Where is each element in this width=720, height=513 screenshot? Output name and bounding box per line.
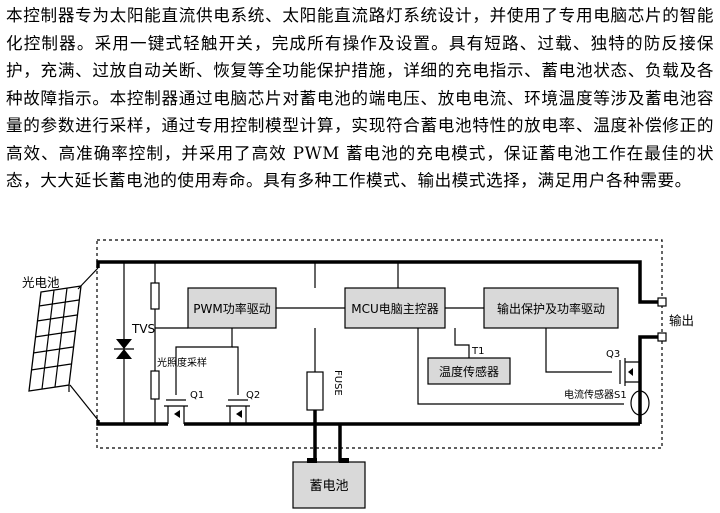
sampling-resistor-bottom <box>150 370 160 400</box>
controller-boundary <box>96 239 663 449</box>
current-sensor-label: 电流传感器S1 <box>564 388 627 401</box>
battery-label: 蓄电池 <box>309 479 348 494</box>
q1-label: Q1 <box>190 390 204 401</box>
temperature-sensor-block <box>427 357 511 385</box>
output-protection-label: 输出保护及功率驱动 <box>497 301 605 316</box>
q2-transistor-icon <box>226 399 250 424</box>
current-sensor-icon <box>630 390 650 416</box>
pwm-driver-block <box>187 287 277 329</box>
q3-transistor-icon <box>619 337 641 424</box>
output-protection-block <box>483 287 619 329</box>
q1-transistor-icon <box>164 399 188 424</box>
sampling-resistor-top <box>150 282 160 310</box>
fuse-icon <box>306 371 324 411</box>
tvs-label: TVS <box>131 322 155 336</box>
pwm-driver-label: PWM功率驱动 <box>193 301 270 316</box>
light-sampling-label: 光照度采样 <box>157 356 207 369</box>
output-terminal-negative <box>657 332 667 342</box>
mcu-label: MCU电脑主控器 <box>351 302 439 316</box>
tvs-diode-icon <box>114 339 134 359</box>
output-terminal-positive <box>657 297 667 307</box>
q3-label: Q3 <box>606 349 620 360</box>
output-label: 输出 <box>669 313 694 328</box>
solar-panel-icon <box>28 285 82 392</box>
temperature-sensor-label: 温度传感器 <box>439 364 499 379</box>
fuse-label: FUSE <box>332 370 343 396</box>
solar-cell-label: 光电池 <box>22 275 60 290</box>
intro-paragraph: 本控制器专为太阳能直流供电系统、太阳能直流路灯系统设计，并使用了专用电脑芯片的智… <box>6 6 714 190</box>
q2-label: Q2 <box>246 390 260 401</box>
mcu-block <box>344 287 446 329</box>
battery-icon <box>292 461 366 509</box>
t1-label: T1 <box>471 346 484 357</box>
